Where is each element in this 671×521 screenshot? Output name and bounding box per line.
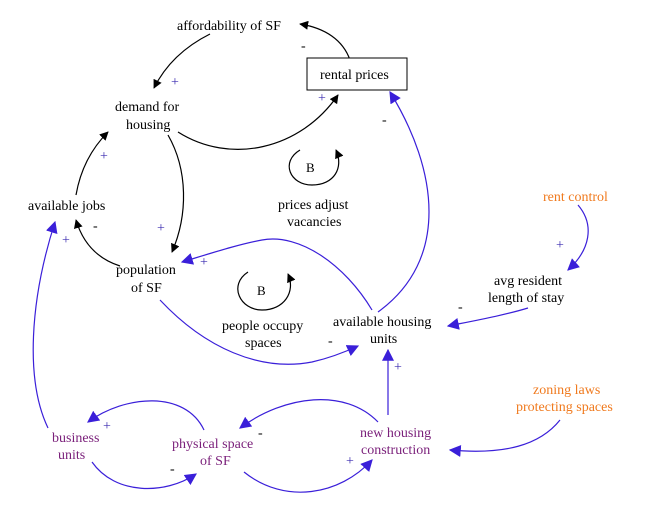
node-new-housing-line2: construction	[361, 443, 430, 458]
node-population-line1: population	[116, 263, 176, 278]
loop-prices-adjust-label-line2: vacancies	[287, 215, 341, 230]
loop-prices-adjust-arc	[288, 149, 344, 186]
polarity-rentcontrol-to-avg: +	[556, 238, 564, 253]
node-rental-prices: rental prices	[306, 57, 408, 91]
polarity-construction-to-housing: +	[394, 360, 402, 375]
polarity-population-to-housing: -	[328, 334, 333, 349]
node-business-units-line1: business	[52, 431, 99, 446]
polarity-avg-to-housing: -	[458, 300, 463, 315]
node-zoning-laws-line2: protecting spaces	[516, 400, 613, 415]
rental-prices-label: rental prices	[320, 68, 389, 83]
polarity-rental-to-affordability: -	[301, 39, 306, 54]
node-population-line2: of SF	[131, 281, 162, 296]
edge-construction-to-physical	[239, 399, 379, 429]
edge-business-to-physical	[91, 461, 197, 490]
edge-physical-to-construction	[243, 459, 373, 493]
node-affordability-of-sf: affordability of SF	[177, 19, 281, 34]
edge-demand-to-rental	[177, 94, 339, 150]
polarity-physical-to-construction: +	[346, 454, 354, 469]
node-new-housing-line1: new housing	[360, 426, 431, 441]
node-physical-space-line1: physical space	[172, 437, 253, 452]
edge-avg-to-housing	[446, 307, 529, 330]
node-physical-space-line2: of SF	[200, 454, 231, 469]
node-demand-for-housing-line2: housing	[126, 118, 170, 133]
loop-prices-adjust-symbol: B	[306, 160, 315, 175]
loop-people-occupy-arc	[237, 271, 296, 311]
edge-housing-to-population	[180, 238, 373, 311]
rental-prices-box	[306, 57, 408, 91]
polarity-demand-to-rental: +	[318, 91, 326, 106]
node-available-housing-line1: available housing	[333, 315, 431, 330]
polarity-housing-to-population: +	[200, 255, 208, 270]
edge-housing-to-rental	[377, 90, 430, 313]
loop-people-occupy: B people occupy spaces	[222, 271, 303, 351]
edge-zoning-to-construction	[448, 419, 561, 457]
edge-rental-to-affordability	[299, 20, 351, 61]
loop-people-occupy-label-line2: spaces	[245, 336, 282, 351]
polarity-population-to-jobs: -	[93, 219, 98, 234]
polarity-business-to-physical: -	[170, 462, 175, 477]
node-available-housing-line2: units	[370, 332, 397, 347]
loop-prices-adjust: B prices adjust vacancies	[278, 149, 348, 230]
node-zoning-laws-line1: zoning laws	[533, 383, 600, 398]
node-demand-for-housing-line1: demand for	[115, 100, 179, 115]
polarity-business-to-jobs: +	[62, 233, 70, 248]
node-available-jobs: available jobs	[28, 199, 105, 214]
edge-physical-to-business	[87, 400, 205, 431]
edge-affordability-to-demand	[153, 33, 211, 89]
polarity-demand-to-population: +	[157, 221, 165, 236]
edge-population-to-jobs	[74, 219, 121, 267]
polarity-construction-to-physical: -	[258, 426, 263, 441]
loop-people-occupy-label-line1: people occupy	[222, 319, 303, 334]
polarity-housing-to-rental: -	[382, 113, 387, 128]
polarity-affordability-to-demand: +	[171, 75, 179, 90]
node-business-units-line2: units	[58, 448, 85, 463]
polarity-physical-to-business: +	[103, 419, 111, 434]
edge-business-to-jobs	[32, 220, 58, 429]
node-rent-control: rent control	[543, 190, 608, 205]
edge-jobs-to-demand	[75, 131, 109, 196]
loop-prices-adjust-label-line1: prices adjust	[278, 198, 348, 213]
loop-people-occupy-symbol: B	[257, 283, 266, 298]
polarity-jobs-to-demand: +	[100, 149, 108, 164]
edge-rentcontrol-to-avg	[567, 204, 589, 271]
edge-population-to-housing	[159, 299, 360, 365]
node-avg-resident-line2: length of stay	[488, 291, 564, 306]
node-avg-resident-line1: avg resident	[494, 274, 562, 289]
edge-demand-to-population	[167, 134, 185, 253]
